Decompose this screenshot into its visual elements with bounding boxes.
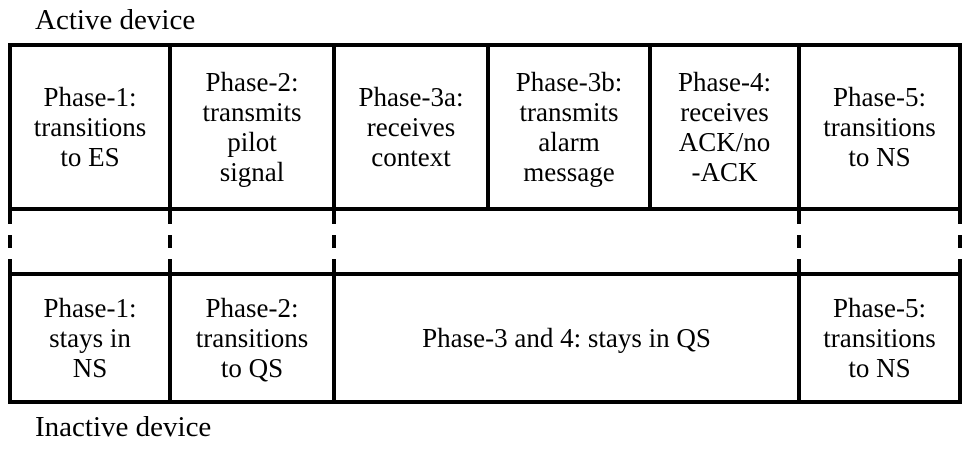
phase-boundary-dash <box>168 211 172 272</box>
active-phase-1-cell: Phase-1: transitions to ES <box>33 82 147 172</box>
phase-boundary-dash <box>958 211 962 272</box>
inactive-phase-5-cell: Phase-5: transitions to NS <box>797 276 958 400</box>
inactive-device-label: Inactive device <box>35 411 212 443</box>
phase-boundary-dash <box>8 211 12 272</box>
timeline-alignment-dashes <box>0 211 969 272</box>
active-phase-5-cell: Phase-5: transitions to NS <box>797 47 958 207</box>
active-phase-2-cell: Phase-2: transmits pilot signal <box>168 47 332 207</box>
phase-boundary-dash <box>332 211 336 272</box>
active-device-timeline: Phase-1: transitions to ES Phase-2: tran… <box>8 43 962 211</box>
inactive-device-timeline: Phase-1: stays in NS Phase-2: transition… <box>8 272 962 404</box>
inactive-phase-3-4-cell: Phase-3 and 4: stays in QS <box>332 276 797 400</box>
active-phase-4-cell: Phase-4: receives ACK/no -ACK <box>648 47 797 207</box>
active-device-label: Active device <box>35 4 196 36</box>
inactive-phase-2-cell: Phase-2: transitions to QS <box>168 276 332 400</box>
active-phase-3a-cell: Phase-3a: receives context <box>332 47 486 207</box>
active-phase-3b-cell: Phase-3b: transmits alarm message <box>486 47 648 207</box>
phase-boundary-dash <box>797 211 801 272</box>
inactive-phase-1-cell: Phase-1: stays in NS <box>43 293 137 383</box>
